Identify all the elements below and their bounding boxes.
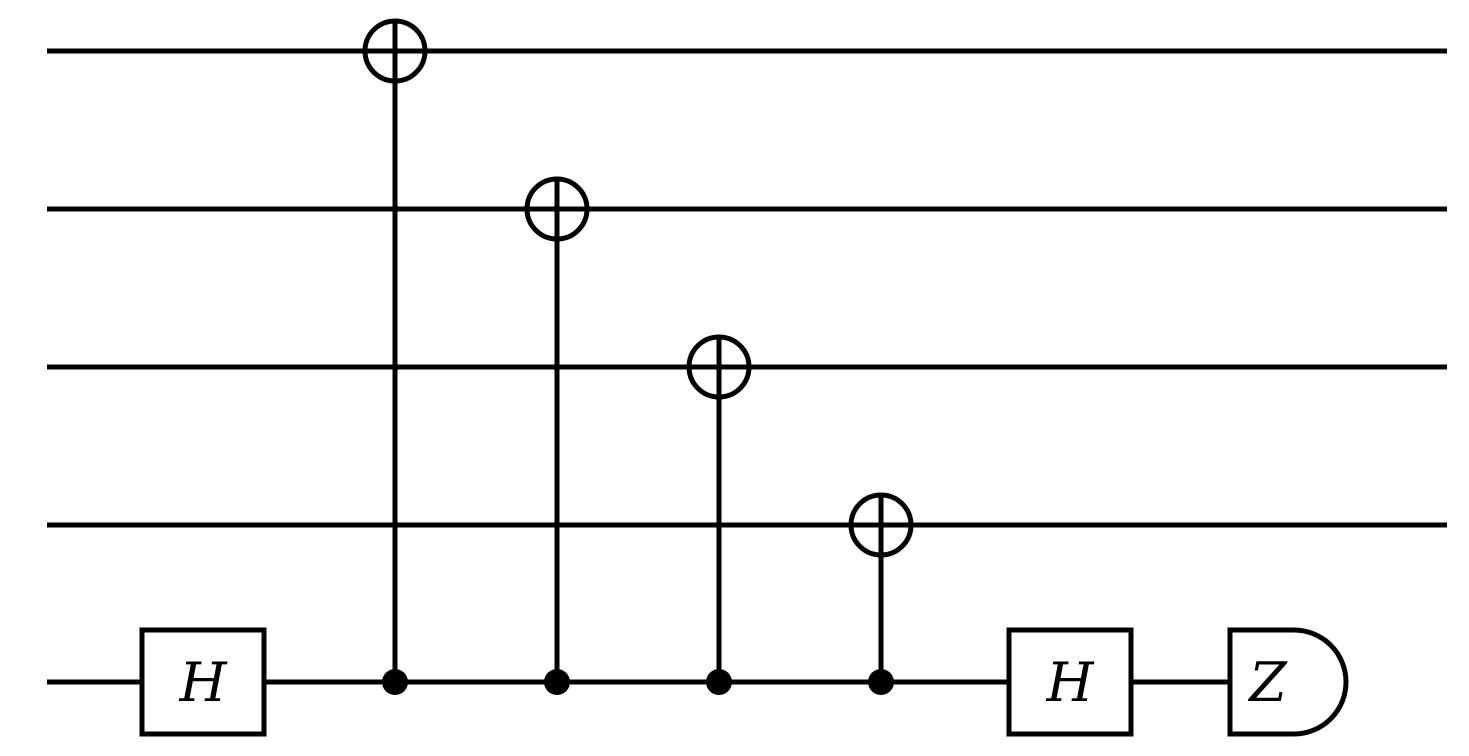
- gate-0: H: [139, 627, 267, 737]
- gate-label: H: [1045, 651, 1094, 714]
- measurement-6: Z: [1227, 627, 1349, 737]
- gate-box: [1006, 627, 1134, 737]
- measurement-label: Z: [1247, 651, 1288, 714]
- control-dot: [544, 669, 570, 695]
- cnot-gate-4: [848, 492, 914, 695]
- gate-box: [139, 627, 267, 737]
- control-dot: [382, 669, 408, 695]
- cnot-gate-3: [686, 334, 752, 695]
- gate-label: H: [178, 651, 227, 714]
- cnot-gate-2: [524, 176, 590, 695]
- cnot-gate-1: [362, 18, 428, 695]
- measurement-box: [1227, 627, 1349, 737]
- gate-5: H: [1006, 627, 1134, 737]
- control-dot: [868, 669, 894, 695]
- control-dot: [706, 669, 732, 695]
